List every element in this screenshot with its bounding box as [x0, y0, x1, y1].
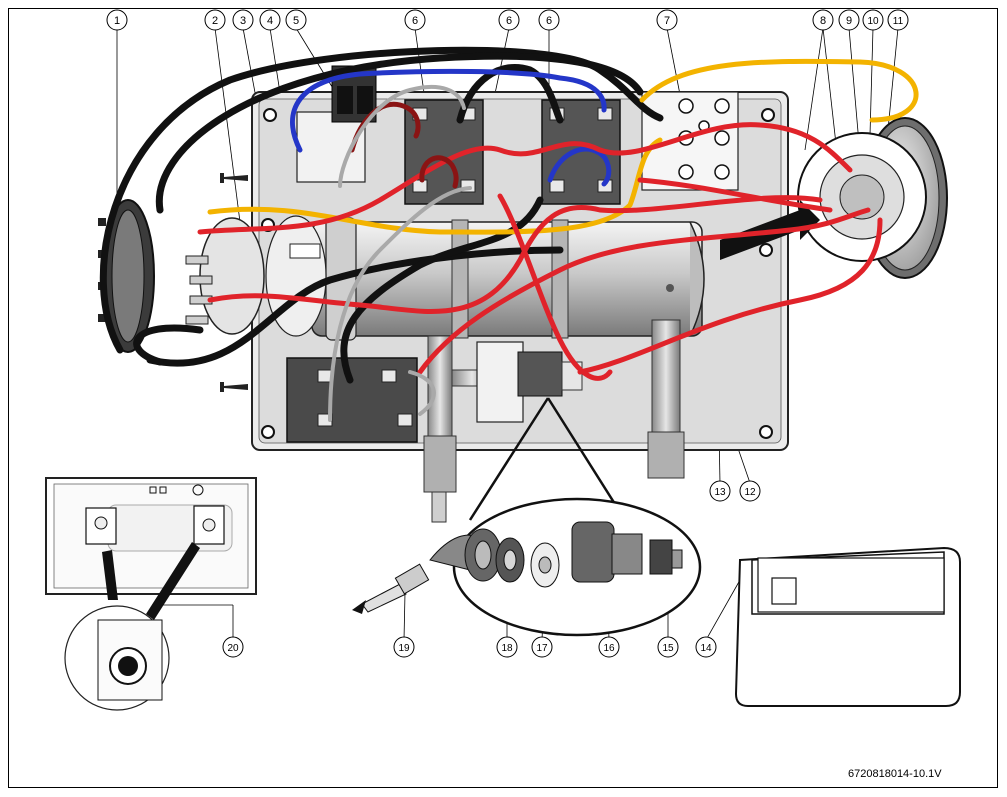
- callout-number: 2: [212, 15, 218, 27]
- display-panel: [734, 546, 961, 707]
- thermostat-knob: [720, 117, 948, 279]
- callout-circle: [538, 9, 560, 31]
- callout-5: 5: [285, 9, 307, 31]
- callout-number: 12: [744, 487, 756, 498]
- callout-circle: [657, 636, 679, 658]
- callout-16: 16: [598, 636, 620, 658]
- callout-number: 13: [714, 487, 726, 498]
- callout-circle: [498, 9, 520, 31]
- diagram-frame: [8, 8, 998, 788]
- callout-10: 10: [862, 9, 884, 31]
- reference-code: 6720818014-10.1V: [848, 768, 942, 780]
- callout-12: 12: [739, 480, 761, 502]
- callout-18: 18: [496, 636, 518, 658]
- callout-circle: [496, 636, 518, 658]
- callout-6: 6: [538, 9, 560, 31]
- callout-number: 20: [227, 643, 239, 654]
- callout-8: 8: [812, 9, 834, 31]
- wiring-grey: [328, 84, 472, 422]
- callout-number: 6: [506, 15, 512, 27]
- callout-7: 7: [656, 9, 678, 31]
- wall-screw-icon: [220, 173, 248, 392]
- callout-number: 3: [240, 15, 246, 27]
- callout-number: 6: [546, 15, 552, 27]
- callout-1: 1: [106, 9, 128, 31]
- callout-number: 10: [867, 16, 879, 27]
- callout-circle: [656, 9, 678, 31]
- callout-circle: [812, 9, 834, 31]
- callout-circle: [222, 636, 244, 658]
- callout-number: 19: [398, 643, 410, 654]
- callout-3: 3: [232, 9, 254, 31]
- callout-circle: [204, 9, 226, 31]
- callout-4: 4: [259, 9, 281, 31]
- callout-20: 20: [222, 636, 244, 658]
- wiring-yellow: [207, 58, 919, 235]
- callout-circle: [887, 9, 909, 31]
- callout-circle: [695, 636, 717, 658]
- callout-19: 19: [393, 636, 415, 658]
- callout-number: 7: [664, 15, 670, 27]
- callout-number: 14: [700, 643, 712, 654]
- callout-6: 6: [404, 9, 426, 31]
- callout-number: 16: [603, 643, 615, 654]
- callout-number: 6: [412, 15, 418, 27]
- callout-13: 13: [709, 480, 731, 502]
- callout-14: 14: [695, 636, 717, 658]
- callout-circle: [404, 9, 426, 31]
- flow-switch: [476, 341, 583, 423]
- callout-number: 11: [893, 16, 904, 27]
- callout-2: 2: [204, 9, 226, 31]
- callout-circle: [393, 636, 415, 658]
- callout-number: 4: [267, 15, 273, 27]
- callout-circle: [862, 9, 884, 31]
- callout-number: 9: [846, 15, 852, 27]
- callout-circle: [739, 480, 761, 502]
- callout-circle: [259, 9, 281, 31]
- callout-11: 11: [887, 9, 909, 31]
- callout-circle: [531, 636, 553, 658]
- callout-number: 15: [662, 643, 674, 654]
- zoom-callout: [352, 397, 702, 637]
- callout-circle: [232, 9, 254, 31]
- callout-9: 9: [838, 9, 860, 31]
- callout-circle: [709, 480, 731, 502]
- callout-number: 17: [536, 643, 548, 654]
- callout-circle: [598, 636, 620, 658]
- callout-circle: [106, 9, 128, 31]
- callout-circle: [285, 9, 307, 31]
- callout-number: 18: [501, 643, 513, 654]
- wiring-red: [197, 122, 883, 381]
- callout-number: 8: [820, 15, 826, 27]
- callout-6: 6: [498, 9, 520, 31]
- wiring-blue: [290, 68, 612, 187]
- flange-left: [98, 199, 327, 353]
- inset-panel: [45, 477, 257, 711]
- callout-15: 15: [657, 636, 679, 658]
- callout-17: 17: [531, 636, 553, 658]
- callout-number: 5: [293, 15, 299, 27]
- callout-number: 1: [114, 15, 120, 27]
- callout-circle: [838, 9, 860, 31]
